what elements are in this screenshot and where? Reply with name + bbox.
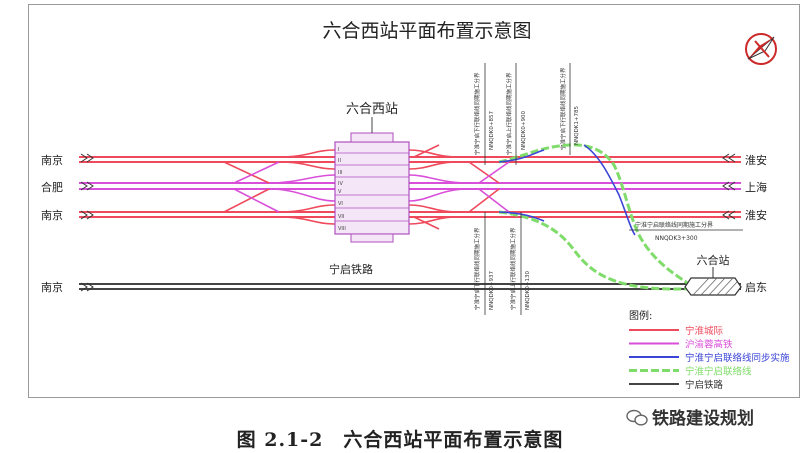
end-label-right: 淮安 — [745, 153, 767, 167]
end-label-right: 淮安 — [745, 208, 767, 222]
platform-label: IV — [338, 181, 343, 187]
vertical-notes: 宁淮宁启下行联络线同期施工分界 宁淮宁启上行联络线同期施工分界 宁淮宁启下行联络… — [473, 67, 580, 310]
platform-label: III — [338, 170, 342, 176]
platform-labels: I II III IV V VI VII VIII — [338, 147, 346, 232]
boundary-markers — [484, 63, 571, 315]
end-label-right: 上海 — [745, 180, 767, 194]
watermark: 铁路建设规划 — [626, 404, 754, 429]
watermark-text: 铁路建设规划 — [652, 409, 754, 429]
vertical-note: 宁淮宁启下行联络线同期施工分界 — [559, 67, 567, 150]
legend-label: 宁淮宁启联络线 — [685, 366, 752, 378]
figure-caption: 图 2.1-2 六合西站平面布置示意图 — [236, 429, 564, 451]
main-tracks — [79, 156, 741, 290]
station-building — [334, 117, 410, 243]
legend-title: 图例: — [629, 309, 652, 322]
station-small-label: 六合站 — [697, 253, 730, 267]
platform-label: VIII — [338, 226, 346, 232]
station-main-label: 六合西站 — [346, 102, 398, 117]
vertical-note: 宁淮宁启上行联络线同期施工分界 — [505, 72, 513, 155]
platform-label: I — [338, 147, 339, 153]
link-lines — [498, 143, 690, 291]
vertical-note: 宁淮宁启下行联络线同期施工分界 — [473, 227, 481, 310]
vertical-note: 宁淮宁启上行联络线同期施工分界 — [509, 227, 517, 310]
mileage-note: NNQDK0+130 — [525, 270, 531, 310]
station-layout-diagram: 六合西站平面布置示意图 — [41, 20, 790, 391]
legend-label: 宁启铁路 — [685, 379, 724, 391]
legend-label: 宁淮宁启联络线同步实施 — [685, 352, 790, 364]
diagram-title: 六合西站平面布置示意图 — [322, 20, 531, 42]
small-station — [684, 267, 742, 296]
mileage-note: NNQDK0+857 — [489, 110, 495, 150]
vertical-note: 宁淮宁启下行联络线同期施工分界 — [473, 72, 481, 155]
railway-label: 宁启铁路 — [329, 262, 373, 276]
platform-label: V — [338, 189, 342, 195]
horizontal-note: 宁淮宁启联络线同期施工分界 — [635, 221, 713, 229]
chat-bubble-icon — [626, 409, 648, 426]
end-labels: 南京 合肥 南京 南京 淮安 上海 淮安 启东 — [41, 153, 767, 294]
legend-label: 宁淮城际 — [685, 325, 724, 337]
platform-label: II — [338, 158, 341, 164]
compass-icon — [745, 33, 777, 65]
end-label-left: 南京 — [41, 153, 63, 167]
end-label-left: 南京 — [41, 208, 63, 222]
horizontal-boundary: 宁淮宁启联络线同期施工分界 NNQDK3+300 — [629, 221, 743, 242]
end-label-right: 启东 — [745, 281, 767, 294]
end-label-left: 合肥 — [41, 180, 63, 194]
end-label-left: 南京 — [41, 280, 63, 294]
platform-label: VI — [338, 201, 343, 207]
mileage-note: NNQDK1+785 — [574, 105, 580, 145]
mileage-note: NNQDK0+937 — [489, 270, 495, 310]
diagram-frame: 六合西站平面布置示意图 — [28, 4, 800, 398]
mileage-note: NNQDK0+900 — [521, 110, 527, 150]
platform-label: VII — [338, 214, 344, 220]
horizontal-mileage: NNQDK3+300 — [655, 235, 698, 242]
legend-label: 沪渝蓉高铁 — [685, 339, 733, 351]
